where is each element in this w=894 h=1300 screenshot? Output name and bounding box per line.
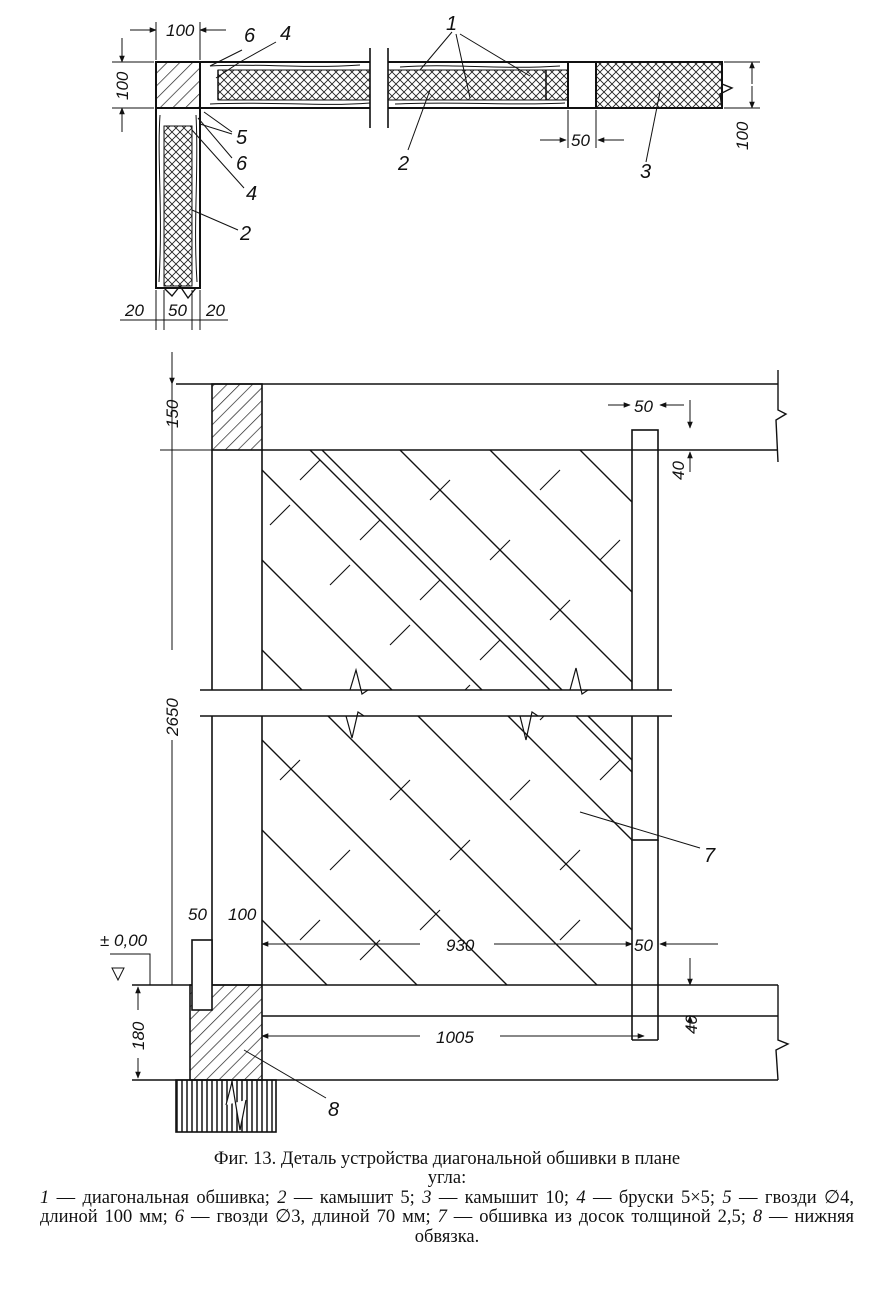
legend-num-5: 5 <box>722 1187 732 1208</box>
legend-text-2: — камышит 5; <box>286 1187 423 1208</box>
dim-bottom-20-left: 20 <box>124 301 144 320</box>
dim-left-100: 100 <box>113 71 132 100</box>
label-4a: 4 <box>280 23 291 45</box>
corner-post <box>155 61 201 109</box>
horizontal-wall <box>199 48 734 128</box>
dim-bottom-20-right: 20 <box>205 301 225 320</box>
legend-num-7: 7 <box>437 1207 447 1228</box>
legend-text-5: — гвозди ∅4, длиной 100 мм; <box>40 1187 854 1228</box>
dim-150: 150 <box>163 399 182 428</box>
dim-2650: 2650 <box>163 698 182 737</box>
label-6b: 6 <box>236 153 248 175</box>
dim-top-100: 100 <box>166 21 195 40</box>
dim-50-top: 50 <box>634 397 653 416</box>
legend-num-2: 2 <box>277 1187 287 1208</box>
dim-180: 180 <box>129 1021 148 1050</box>
dim-right-100: 100 <box>733 121 752 150</box>
legend-num-8: 8 <box>752 1207 763 1228</box>
post-50 <box>567 61 597 109</box>
figure-caption: Фиг. 13. Деталь устройства диагональной … <box>40 1149 854 1247</box>
vertical-wall <box>155 107 201 300</box>
legend-text-8: — нижняя обвязка. <box>414 1207 854 1247</box>
dim-50-right: 50 <box>634 936 653 955</box>
dim-40-top: 40 <box>669 461 688 480</box>
legend-text-3: — камышит 10; <box>431 1187 577 1208</box>
legend-text-7: — обшивка из досок толщиной 2,5; <box>446 1207 753 1228</box>
top-post-hatched <box>211 383 263 451</box>
label-8: 8 <box>328 1099 339 1121</box>
legend-num-6: 6 <box>174 1207 185 1228</box>
dim-100-bottom: 100 <box>228 905 257 924</box>
label-1: 1 <box>446 13 457 35</box>
caption-title-2: угла: <box>427 1168 467 1189</box>
legend-text-1: — диагональная обшивка; <box>49 1187 278 1208</box>
dim-930: 930 <box>446 936 475 955</box>
label-2b: 2 <box>239 223 251 245</box>
construction-drawing: 100 100 100 50 20 50 20 6 4 <box>100 13 790 1133</box>
label-6a: 6 <box>244 25 256 47</box>
label-2a: 2 <box>397 153 409 175</box>
legend-text-6: — гвозди ∅3, длиной 70 мм; <box>184 1207 438 1228</box>
dim-1005: 1005 <box>436 1028 474 1047</box>
elevation-view: 150 50 40 2650 50 100 ± 0,00 930 50 40 1… <box>100 352 790 1133</box>
dim-50-bottom: 50 <box>188 905 207 924</box>
reed-panel-10 <box>595 61 723 109</box>
dim-40-bottom: 40 <box>682 1015 701 1034</box>
plan-view: 100 100 100 50 20 50 20 6 4 <box>112 13 760 330</box>
caption-legend: 1 — диагональная обшивка; 2 — камышит 5;… <box>40 1187 854 1247</box>
caption-title: Фиг. 13. Деталь устройства диагональной … <box>213 1149 681 1169</box>
legend-num-4: 4 <box>576 1187 586 1208</box>
legend-text-4: — бруски 5×5; <box>585 1187 723 1208</box>
dim-bottom-50: 50 <box>168 301 187 320</box>
legend-num-1: 1 <box>40 1187 50 1208</box>
label-3: 3 <box>640 161 651 183</box>
foundation <box>175 1079 277 1133</box>
dim-50: 50 <box>571 131 590 150</box>
label-5: 5 <box>236 127 248 149</box>
legend-num-3: 3 <box>422 1187 432 1208</box>
label-4b: 4 <box>246 183 257 205</box>
label-7: 7 <box>704 845 716 867</box>
right-stud <box>631 429 659 841</box>
zero-level: ± 0,00 <box>100 931 148 950</box>
